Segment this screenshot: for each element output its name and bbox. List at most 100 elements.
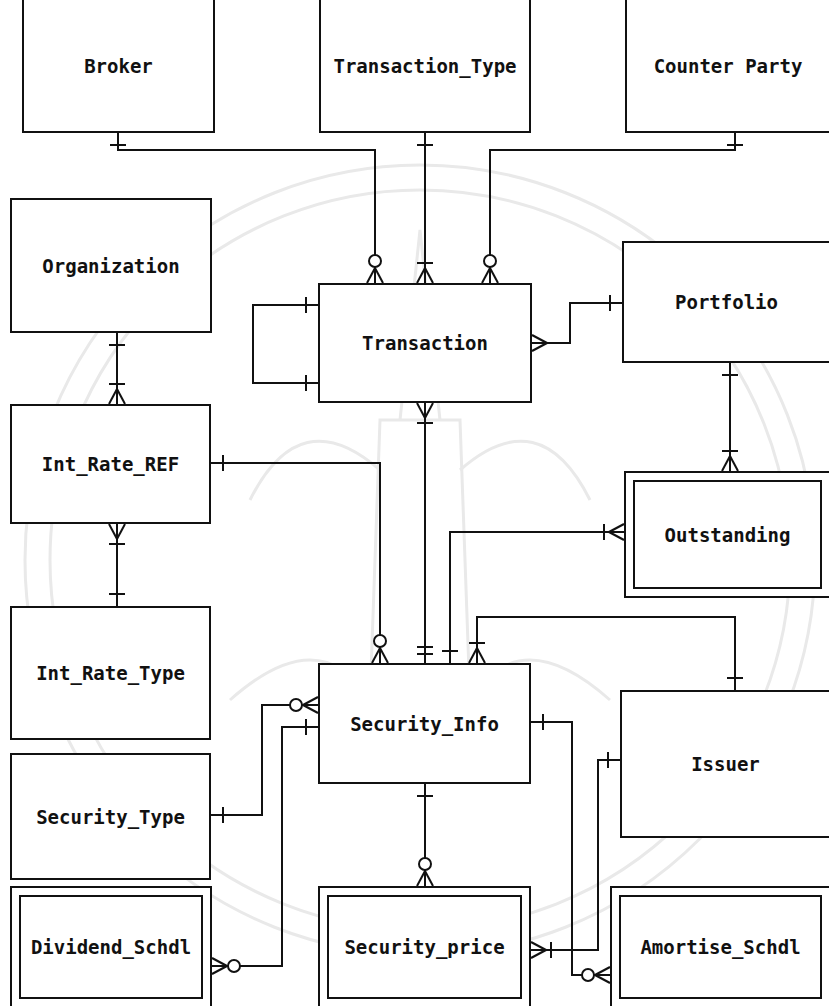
entity-box: Broker xyxy=(22,0,215,133)
relationship-group xyxy=(417,403,433,663)
crows-foot xyxy=(477,648,485,663)
cardinality-bar xyxy=(109,344,125,346)
crows-foot xyxy=(425,871,433,886)
cardinality-bar xyxy=(109,543,125,545)
crows-foot xyxy=(425,268,433,283)
crows-foot xyxy=(531,942,546,950)
cardinality-bar xyxy=(305,719,307,735)
cardinality-zero xyxy=(582,969,594,981)
crows-foot xyxy=(609,532,624,540)
entity-name: Transaction xyxy=(360,332,490,354)
cardinality-bar xyxy=(542,714,544,730)
crows-foot xyxy=(722,456,730,471)
crows-foot xyxy=(417,268,425,283)
relationship-line xyxy=(531,722,610,975)
cardinality-zero xyxy=(228,960,240,972)
cardinality-bar xyxy=(469,642,485,644)
cardinality-zero xyxy=(419,858,431,870)
relationship-line xyxy=(729,363,731,471)
crows-foot xyxy=(109,389,117,404)
relationship-group xyxy=(722,363,738,471)
cardinality-zero xyxy=(290,699,302,711)
relationship-group xyxy=(253,297,318,391)
cardinality-bar xyxy=(417,795,433,797)
relationship-group xyxy=(109,524,125,606)
crows-foot xyxy=(417,403,425,418)
cardinality-bar xyxy=(609,295,611,311)
cardinality-bar xyxy=(305,375,307,391)
entity-box: Int_Rate_Type xyxy=(10,606,211,740)
relationship-group xyxy=(531,752,620,958)
cardinality-bar xyxy=(603,524,605,540)
relationship-line xyxy=(532,303,622,343)
entity-name: Transaction_Type xyxy=(331,55,518,77)
crows-foot xyxy=(303,697,318,705)
entity-box: Security_Type xyxy=(10,753,211,880)
cardinality-bar xyxy=(110,144,126,146)
entity-box: Issuer xyxy=(620,690,829,838)
relationship-group xyxy=(417,133,433,283)
cardinality-bar xyxy=(442,650,458,652)
entity-box: Transaction xyxy=(318,283,532,403)
crows-foot xyxy=(595,967,610,975)
entity-box: Organization xyxy=(10,198,212,333)
crows-foot xyxy=(532,343,547,351)
entity-box: Counter Party xyxy=(625,0,829,133)
crows-foot xyxy=(109,524,117,539)
cardinality-bar xyxy=(417,422,433,424)
relationship-group xyxy=(531,714,610,983)
relationship-group xyxy=(417,784,433,886)
cardinality-zero xyxy=(374,635,386,647)
crows-foot xyxy=(482,268,490,283)
relationship-group xyxy=(109,333,125,404)
relationship-group xyxy=(442,524,624,663)
relationship-group xyxy=(211,697,318,823)
cardinality-bar xyxy=(222,807,224,823)
crows-foot xyxy=(417,871,425,886)
cardinality-bar xyxy=(222,455,224,471)
cardinality-bar xyxy=(109,383,125,385)
crows-foot xyxy=(609,524,624,532)
crows-foot xyxy=(730,456,738,471)
weak-entity-box: Dividend_Schdl xyxy=(10,886,212,1006)
entity-name: Security_Info xyxy=(348,713,501,735)
cardinality-zero xyxy=(369,255,381,267)
crows-foot xyxy=(595,975,610,983)
entity-name: Portfolio xyxy=(673,291,780,313)
cardinality-bar xyxy=(727,144,743,146)
entity-name: Counter Party xyxy=(652,55,805,77)
weak-entity-box: Outstanding xyxy=(624,471,829,598)
seal-flourish xyxy=(230,441,610,700)
relationship-line xyxy=(424,403,426,663)
entity-name: Amortise_Schdl xyxy=(638,936,802,958)
cardinality-bar xyxy=(550,942,552,958)
relationship-group xyxy=(212,719,318,974)
cardinality-bar xyxy=(305,297,307,313)
crows-foot xyxy=(380,648,388,663)
cardinality-bar xyxy=(727,677,743,679)
entity-name: Organization xyxy=(40,255,181,277)
weak-entity-box: Amortise_Schdl xyxy=(610,886,829,1006)
cardinality-bar xyxy=(417,144,433,146)
entity-box: Int_Rate_REF xyxy=(10,404,211,524)
relationship-line xyxy=(253,305,318,383)
entity-name: Outstanding xyxy=(663,524,793,546)
cardinality-bar xyxy=(109,593,125,595)
entity-box: Security_Info xyxy=(318,663,531,784)
crows-foot xyxy=(212,958,227,966)
crows-foot xyxy=(425,403,433,418)
entity-name: Issuer xyxy=(689,753,762,775)
relationship-line xyxy=(450,532,624,663)
cardinality-bar xyxy=(722,374,738,376)
crows-foot xyxy=(117,389,125,404)
weak-entity-box: Security_price xyxy=(318,886,531,1006)
cardinality-bar xyxy=(417,262,433,264)
crows-foot xyxy=(372,648,380,663)
entity-name: Security_Type xyxy=(34,806,187,828)
entity-name: Int_Rate_Type xyxy=(34,662,187,684)
relationship-group xyxy=(211,455,388,663)
relationship-line xyxy=(211,705,318,815)
relationship-line xyxy=(424,133,426,283)
relationship-line xyxy=(212,727,318,966)
entity-box: Transaction_Type xyxy=(319,0,531,133)
